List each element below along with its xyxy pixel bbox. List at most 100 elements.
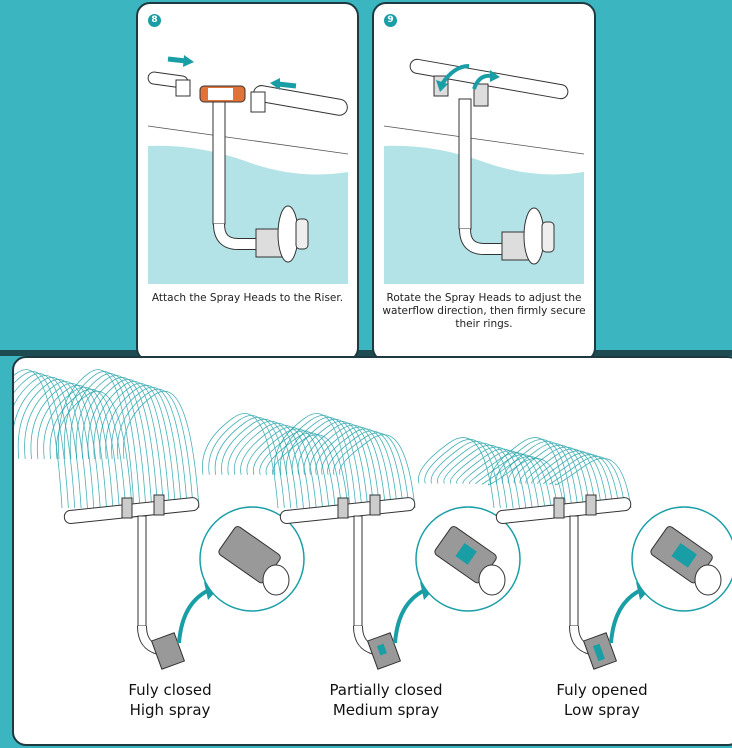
water-jet xyxy=(122,390,200,509)
sprayer-unit-medium xyxy=(201,413,521,670)
step-number-badge: 8 xyxy=(148,14,161,27)
water-jet xyxy=(327,430,404,509)
step-8-panel: 8 Attach the Spray Heads to the Riser. xyxy=(136,2,359,362)
water-jet xyxy=(430,441,508,509)
zoom-arrow xyxy=(609,588,642,644)
riser-pipe xyxy=(569,515,579,627)
water-jet xyxy=(525,448,602,509)
sprayer-unit-high xyxy=(14,369,305,670)
step-caption: Rotate the Spray Heads to adjust the wat… xyxy=(382,292,586,330)
water-jet xyxy=(259,430,336,509)
flow-valve xyxy=(150,632,186,670)
water-jet xyxy=(285,417,363,509)
rotate-spray-heads-illustration xyxy=(383,58,585,284)
water-jet xyxy=(221,418,298,509)
spray-jets xyxy=(417,437,565,509)
valve-window xyxy=(455,543,477,565)
water-jet xyxy=(291,418,369,509)
water-jet xyxy=(14,373,76,509)
water-jet xyxy=(105,384,182,509)
water-jet xyxy=(417,437,495,509)
water-jet xyxy=(49,388,127,509)
spray-ring xyxy=(585,494,597,516)
step-number-badge: 9 xyxy=(384,14,397,27)
riser-pipe xyxy=(137,515,147,627)
water-jet xyxy=(240,424,317,509)
water-jet xyxy=(93,380,170,509)
water-jet xyxy=(437,443,514,509)
valve-outlet xyxy=(478,564,506,596)
water-jet xyxy=(303,422,380,509)
spray-jets xyxy=(489,437,632,509)
water-jet xyxy=(111,386,188,509)
water-jet xyxy=(309,424,386,509)
spray-jets xyxy=(58,369,200,509)
water-jet xyxy=(246,426,323,509)
water-jet xyxy=(233,422,311,509)
water-jet xyxy=(227,420,304,509)
water-jet xyxy=(14,369,63,509)
water-jet xyxy=(297,420,375,509)
spray-ring xyxy=(553,497,565,519)
spray-ring xyxy=(153,494,165,516)
water-jet xyxy=(14,377,88,509)
water-jet xyxy=(531,450,608,509)
water-jet xyxy=(449,446,527,509)
valve-outlet xyxy=(262,564,290,596)
spray-settings-illustration xyxy=(14,369,732,670)
spray-ring xyxy=(337,497,349,519)
step-caption: Attach the Spray Heads to the Riser. xyxy=(151,292,344,304)
zoom-arrow xyxy=(393,588,426,644)
water-jet xyxy=(14,371,69,509)
valve-opening xyxy=(592,643,605,662)
water-jet xyxy=(519,446,596,509)
water-jet xyxy=(513,444,591,509)
water-jet xyxy=(273,413,351,509)
water-jet xyxy=(87,379,164,509)
water-jet xyxy=(24,380,101,509)
water-jet xyxy=(333,432,410,509)
water-jet xyxy=(543,454,620,509)
water-jet xyxy=(14,375,82,509)
water-jet xyxy=(208,415,285,509)
water-jet xyxy=(456,448,533,509)
sprayer-unit-low xyxy=(417,437,732,670)
valve-opening xyxy=(376,643,387,656)
water-jet xyxy=(63,371,141,509)
water-jet xyxy=(507,443,585,509)
water-jet xyxy=(201,413,279,509)
water-jet xyxy=(17,379,95,509)
water-jet xyxy=(279,415,357,509)
spray-jets xyxy=(273,413,416,509)
spray-jets xyxy=(14,369,133,509)
water-jet xyxy=(321,428,398,509)
zoom-arrow xyxy=(177,588,210,644)
water-jet xyxy=(252,428,330,509)
water-jet xyxy=(315,426,392,509)
water-jet xyxy=(495,439,573,509)
water-jet xyxy=(117,388,194,509)
spray-ring xyxy=(121,497,133,519)
water-jet xyxy=(58,369,135,509)
spray-ring xyxy=(369,494,381,516)
water-jet xyxy=(489,437,567,509)
water-jet xyxy=(99,382,176,509)
divider-strip xyxy=(0,350,732,356)
water-jet xyxy=(462,450,539,509)
water-jet xyxy=(75,375,153,509)
water-jet xyxy=(69,373,147,509)
water-jet xyxy=(81,377,159,509)
valve-window xyxy=(671,543,697,568)
water-jet xyxy=(443,444,520,509)
water-jet xyxy=(537,452,614,509)
water-jet xyxy=(501,441,579,509)
water-jet xyxy=(554,457,632,509)
water-jet xyxy=(549,456,626,509)
valve-outlet xyxy=(694,564,722,596)
water-jet xyxy=(214,417,292,509)
attach-spray-heads-illustration xyxy=(147,55,349,284)
